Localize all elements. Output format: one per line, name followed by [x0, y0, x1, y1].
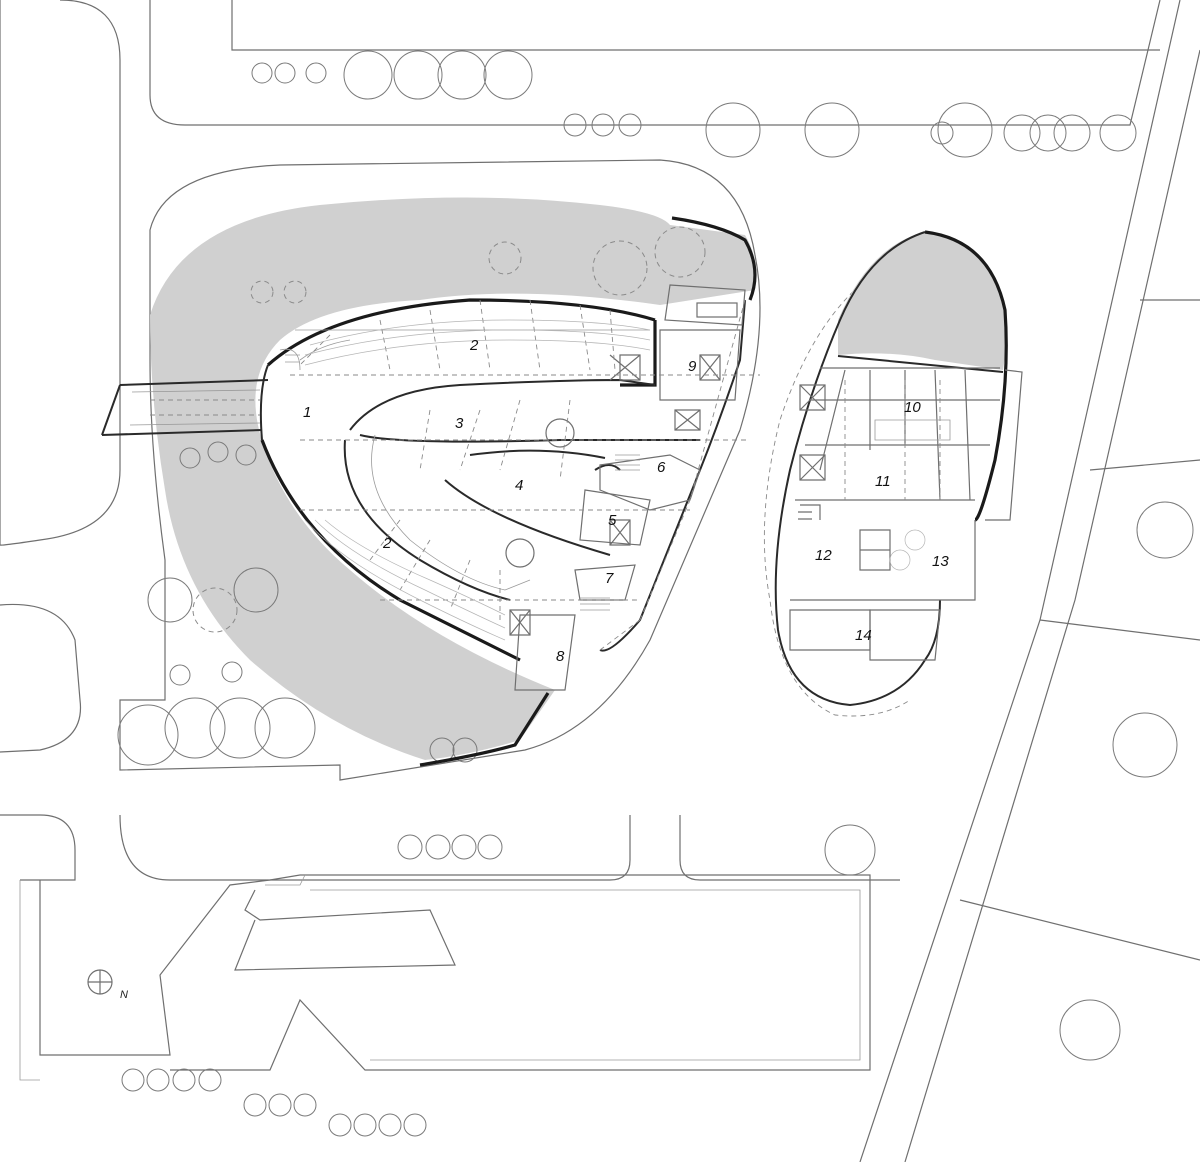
room-label-3: 3 [455, 415, 464, 432]
north-arrow: N [87, 969, 128, 1001]
room-label-14: 14 [855, 627, 872, 644]
room-label-2: 2 [469, 337, 479, 354]
room-label-8: 8 [556, 648, 565, 665]
main-building [101, 216, 760, 767]
landscape-area-west [150, 197, 757, 760]
east-building [763, 230, 1023, 717]
room-label-9: 9 [688, 358, 697, 375]
main-site [119, 159, 761, 781]
room-label-2: 2 [382, 535, 392, 552]
room-label-10: 10 [904, 399, 921, 416]
landscape-area-east [838, 232, 1006, 370]
room-label-5: 5 [608, 512, 617, 529]
room-label-12: 12 [815, 547, 832, 564]
lower-building [19, 874, 871, 1081]
room-label-11: 11 [875, 473, 891, 490]
room-label-4: 4 [515, 477, 523, 494]
room-label-6: 6 [657, 459, 666, 476]
auditorium-seating [304, 319, 651, 641]
room-label-13: 13 [932, 553, 949, 570]
room-label-7: 7 [605, 570, 614, 587]
room-label-1: 1 [303, 404, 311, 421]
trees [117, 50, 1194, 1137]
north-label: N [120, 989, 128, 1001]
room-labels: 1 2 2 3 4 5 6 7 8 9 10 11 12 13 14 [303, 337, 949, 665]
